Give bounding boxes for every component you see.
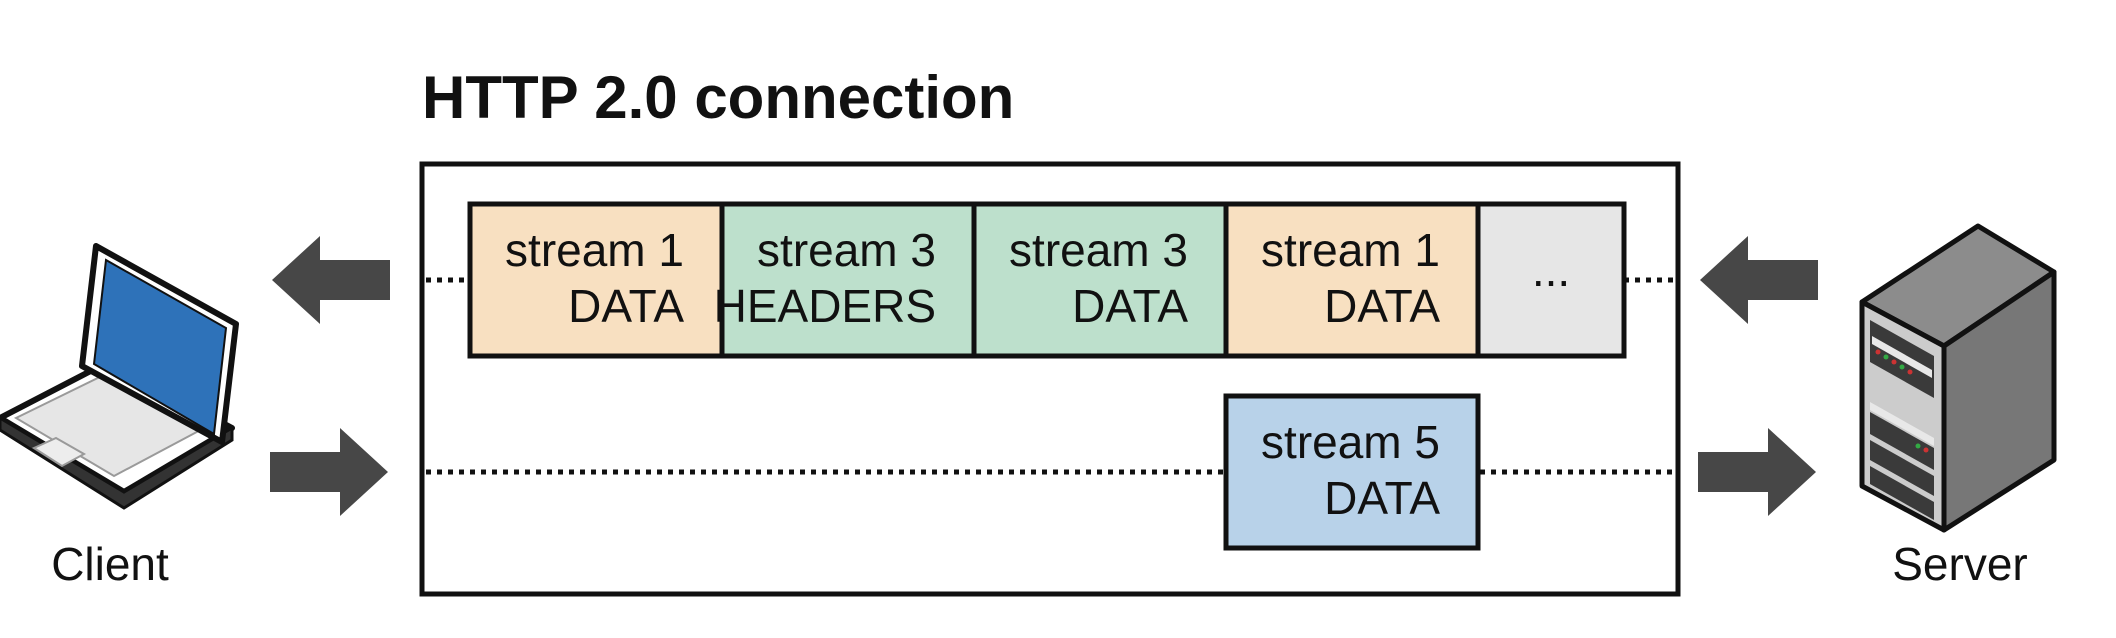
client-label: Client <box>51 538 169 590</box>
frame-type-label: DATA <box>1072 280 1188 332</box>
client-to-server-arrow-right-icon <box>1698 428 1816 516</box>
top-frame-box <box>971 201 1229 359</box>
client-to-server-arrow-left-icon <box>270 428 388 516</box>
frame-stream-label: stream 5 <box>1261 416 1440 468</box>
connection-box <box>419 161 1681 597</box>
laptop-icon <box>0 243 239 510</box>
frame-type-label: DATA <box>1324 472 1440 524</box>
server-label: Server <box>1892 538 2027 590</box>
server-to-client-arrow-left-icon <box>272 236 390 324</box>
server-icon <box>1859 223 2057 533</box>
frame-type-label: DATA <box>568 280 684 332</box>
frame-stream-label: stream 1 <box>1261 224 1440 276</box>
frame-type-label: HEADERS <box>714 280 936 332</box>
top-frame: ... <box>1475 201 1627 359</box>
direction-arrows <box>270 236 1818 516</box>
bottom-frame-box <box>1223 393 1481 551</box>
frame-stream-label: stream 3 <box>757 224 936 276</box>
server-to-client-arrow-right-icon <box>1700 236 1818 324</box>
frame-type-label: DATA <box>1324 280 1440 332</box>
frame-ellipsis: ... <box>1532 244 1570 296</box>
diagram-title: HTTP 2.0 connection <box>422 64 1014 131</box>
frame-stream-label: stream 1 <box>505 224 684 276</box>
top-frame-box <box>467 201 725 359</box>
top-frame-box <box>1475 201 1627 359</box>
top-frame-box <box>1223 201 1481 359</box>
frame-stream-label: stream 3 <box>1009 224 1188 276</box>
